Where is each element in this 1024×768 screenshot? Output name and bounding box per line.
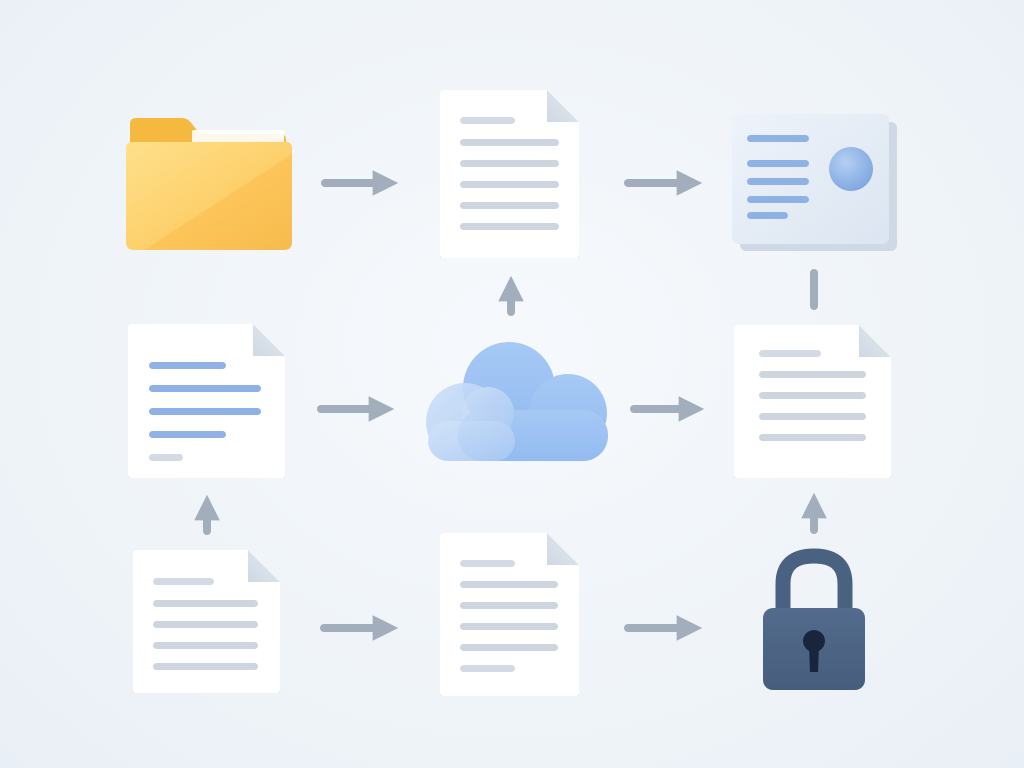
text-line [149, 385, 261, 392]
text-line [460, 160, 559, 167]
text-line [153, 621, 258, 628]
text-line [460, 560, 515, 567]
text-line [153, 642, 258, 649]
cloud-icon [426, 342, 608, 461]
text-line [460, 139, 559, 146]
text-line [460, 644, 558, 651]
text-line [460, 623, 558, 630]
text-line [460, 202, 559, 209]
document-top [440, 90, 579, 258]
text-line [759, 413, 866, 420]
text-line [759, 371, 866, 378]
id-card-node [730, 112, 900, 254]
text-line [460, 581, 558, 588]
document-right [734, 325, 891, 478]
text-line [460, 223, 559, 230]
lock-icon [763, 548, 865, 690]
document-bottom-left [133, 550, 280, 693]
text-line [759, 434, 866, 441]
text-line [149, 431, 226, 438]
text-line [460, 117, 515, 124]
lock-node [756, 548, 872, 694]
text-line [460, 665, 515, 672]
folder-node [120, 110, 300, 260]
text-line [759, 392, 866, 399]
text-line [153, 663, 258, 670]
text-line [759, 350, 821, 357]
text-line [460, 602, 558, 609]
id-card-icon [732, 114, 897, 251]
text-line [149, 408, 261, 415]
text-line [153, 578, 214, 585]
text-line [460, 181, 559, 188]
document-bottom-middle [440, 533, 579, 696]
text-line [149, 454, 183, 461]
text-line [153, 600, 258, 607]
document-blue-lines [128, 324, 285, 478]
folder-icon [126, 118, 292, 250]
cloud-node [410, 335, 615, 470]
text-line [149, 362, 226, 369]
